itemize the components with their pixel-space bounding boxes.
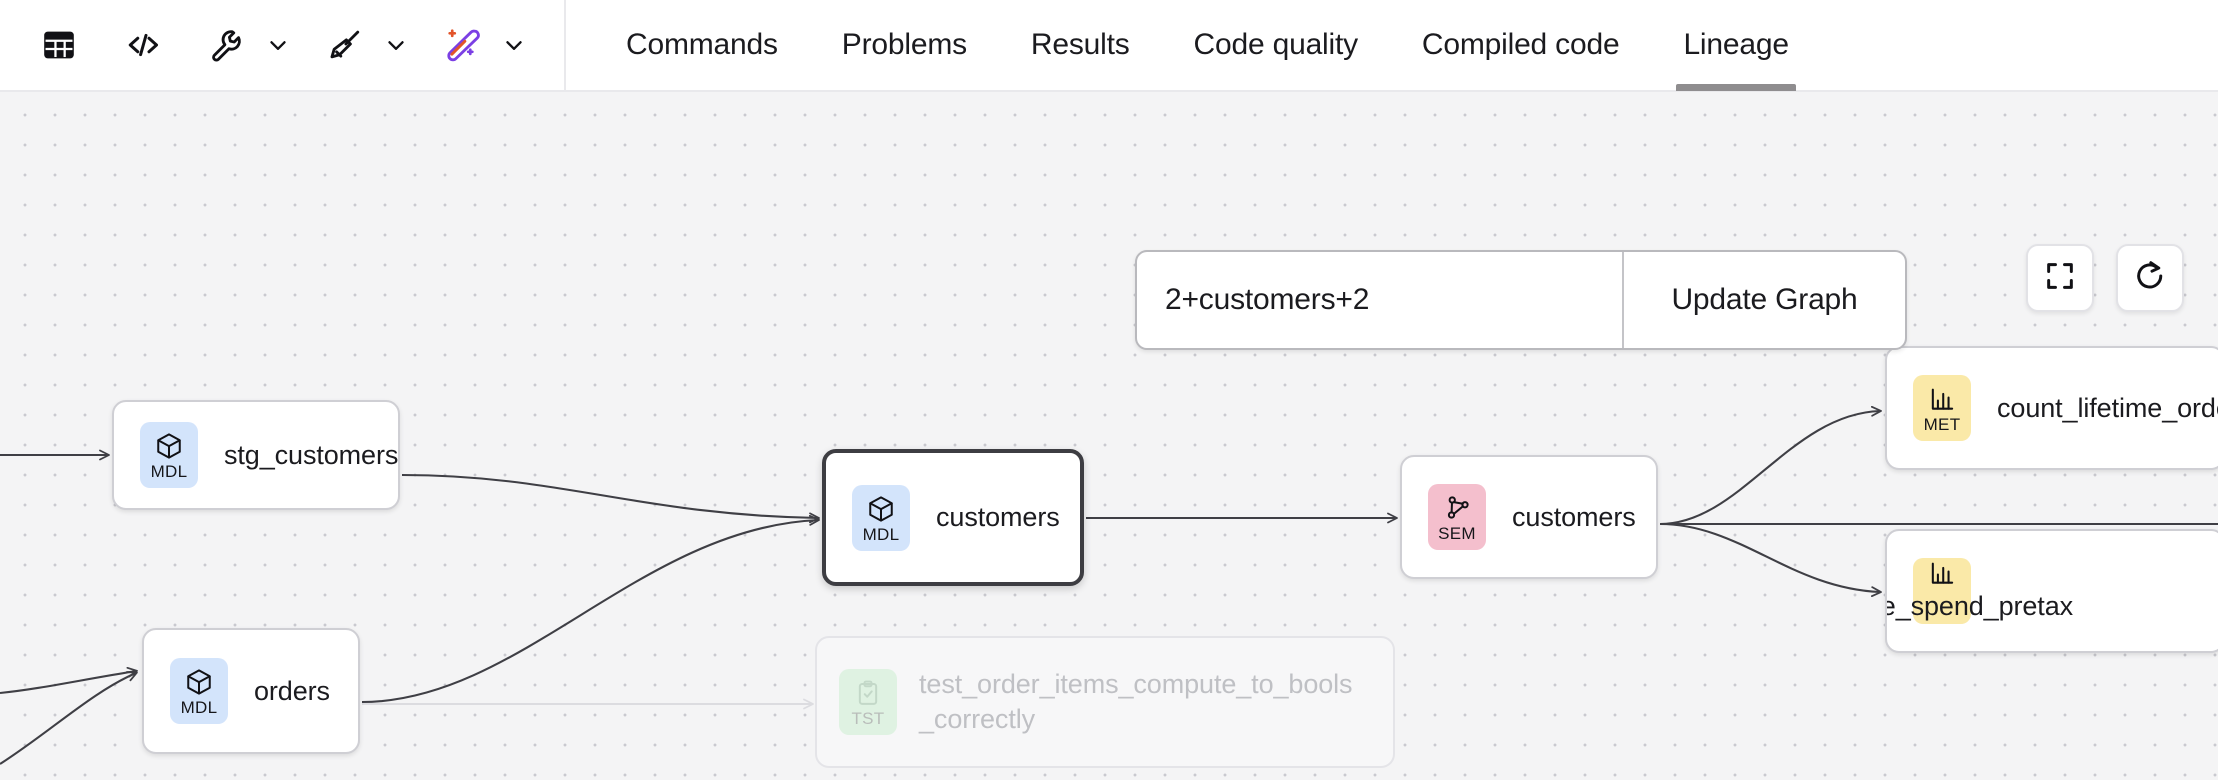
cube-icon [866,493,896,525]
update-graph-button[interactable]: Update Graph [1622,252,1905,348]
badge-label: MDL [150,462,188,481]
tab-bar: Commands Problems Results Code quality C… [594,0,1821,91]
graph-node-stg-customers[interactable]: MDL stg_customers [112,400,400,510]
toolbar-tool-group [0,0,558,91]
badge-sem: SEM [1428,484,1486,550]
graph-node-test-order-items[interactable]: TST test_order_items_compute_to_bools _c… [815,636,1395,768]
node-label: lifetime_spend_pretax [1885,591,2074,622]
tab-lineage[interactable]: Lineage [1651,0,1820,91]
bar-chart-icon [1928,558,1957,588]
edge-in-orders-b [0,671,138,765]
tab-label: Code quality [1193,28,1359,61]
tab-commands[interactable]: Commands [594,0,810,91]
tab-label: Results [1030,28,1130,61]
magic-wand-icon[interactable] [432,14,494,76]
node-label: test_order_items_compute_to_bools _corre… [919,669,1353,734]
cube-icon [154,430,184,462]
node-label: orders [254,675,330,706]
tab-results[interactable]: Results [999,0,1162,91]
badge-mdl: MDL [852,484,910,551]
graph-node-orders[interactable]: MDL orders [142,628,360,754]
canvas-action-group [2026,244,2184,312]
tab-label: Compiled code [1421,28,1620,61]
tab-label: Lineage [1683,28,1789,61]
wrench-chevron-down-icon[interactable] [258,14,298,76]
refresh-button[interactable] [2116,244,2184,312]
badge-met: lifetime_spend_pretax [1887,558,2073,624]
toolbar-divider [564,0,566,91]
badge-label: SEM [1438,524,1476,543]
table-view-icon[interactable] [28,14,90,76]
node-label: customers [1512,501,1636,532]
cube-icon [184,666,214,698]
tab-compiled-code[interactable]: Compiled code [1390,0,1652,91]
badge-label: TST [851,709,885,728]
graph-node-count-lifetime-orders[interactable]: MET count_lifetime_orders [1885,346,2218,470]
lineage-search-input[interactable] [1137,252,1622,348]
badge-mdl: MDL [170,658,228,724]
edge-sem-to-lifetime-spend-pretax [1659,522,1882,598]
graph-node-customers-semantic[interactable]: SEM customers [1400,455,1658,579]
code-view-icon[interactable] [112,14,174,76]
clipboard-check-icon [854,677,882,709]
badge-met: MET [1913,375,1971,441]
fit-to-screen-icon [2043,259,2077,298]
tab-underline [1676,84,1796,91]
magic-wand-chevron-down-icon[interactable] [494,14,534,76]
graph-node-customers-model[interactable]: MDL customers [822,449,1084,586]
broom-icon[interactable] [314,14,376,76]
tab-label: Commands [626,28,778,61]
badge-label: MDL [180,698,218,717]
tab-problems[interactable]: Problems [810,0,999,91]
edge-sem-to-count-lifetime-orders [1659,405,1882,526]
graph-node-lifetime-spend-pretax[interactable]: lifetime_spend_pretax [1885,529,2218,653]
broom-chevron-down-icon[interactable] [376,14,416,76]
edge-in-orders-a [0,666,138,695]
badge-label: MDL [862,524,900,544]
top-toolbar: Commands Problems Results Code quality C… [0,0,2218,92]
badge-label: MET [1923,415,1961,434]
wrench-icon[interactable] [196,14,258,76]
node-label: count_lifetime_orders [1997,392,2218,423]
tab-label: Problems [841,28,967,61]
fit-to-screen-button[interactable] [2026,244,2094,312]
node-label: customers [936,502,1060,533]
lineage-canvas[interactable]: MDL stg_customers MDL orders [0,92,2218,780]
lineage-search-bar: Update Graph [1135,250,1907,350]
refresh-icon [2133,259,2167,298]
badge-tst: TST [839,669,897,735]
tab-code-quality[interactable]: Code quality [1162,0,1390,91]
bar-chart-icon [1928,383,1957,415]
network-icon [1442,492,1472,524]
node-label: stg_customers [224,439,399,470]
edge-stg-customers-to-customers [401,473,820,524]
edge-orders-to-customers [361,514,820,704]
badge-mdl: MDL [140,422,198,488]
